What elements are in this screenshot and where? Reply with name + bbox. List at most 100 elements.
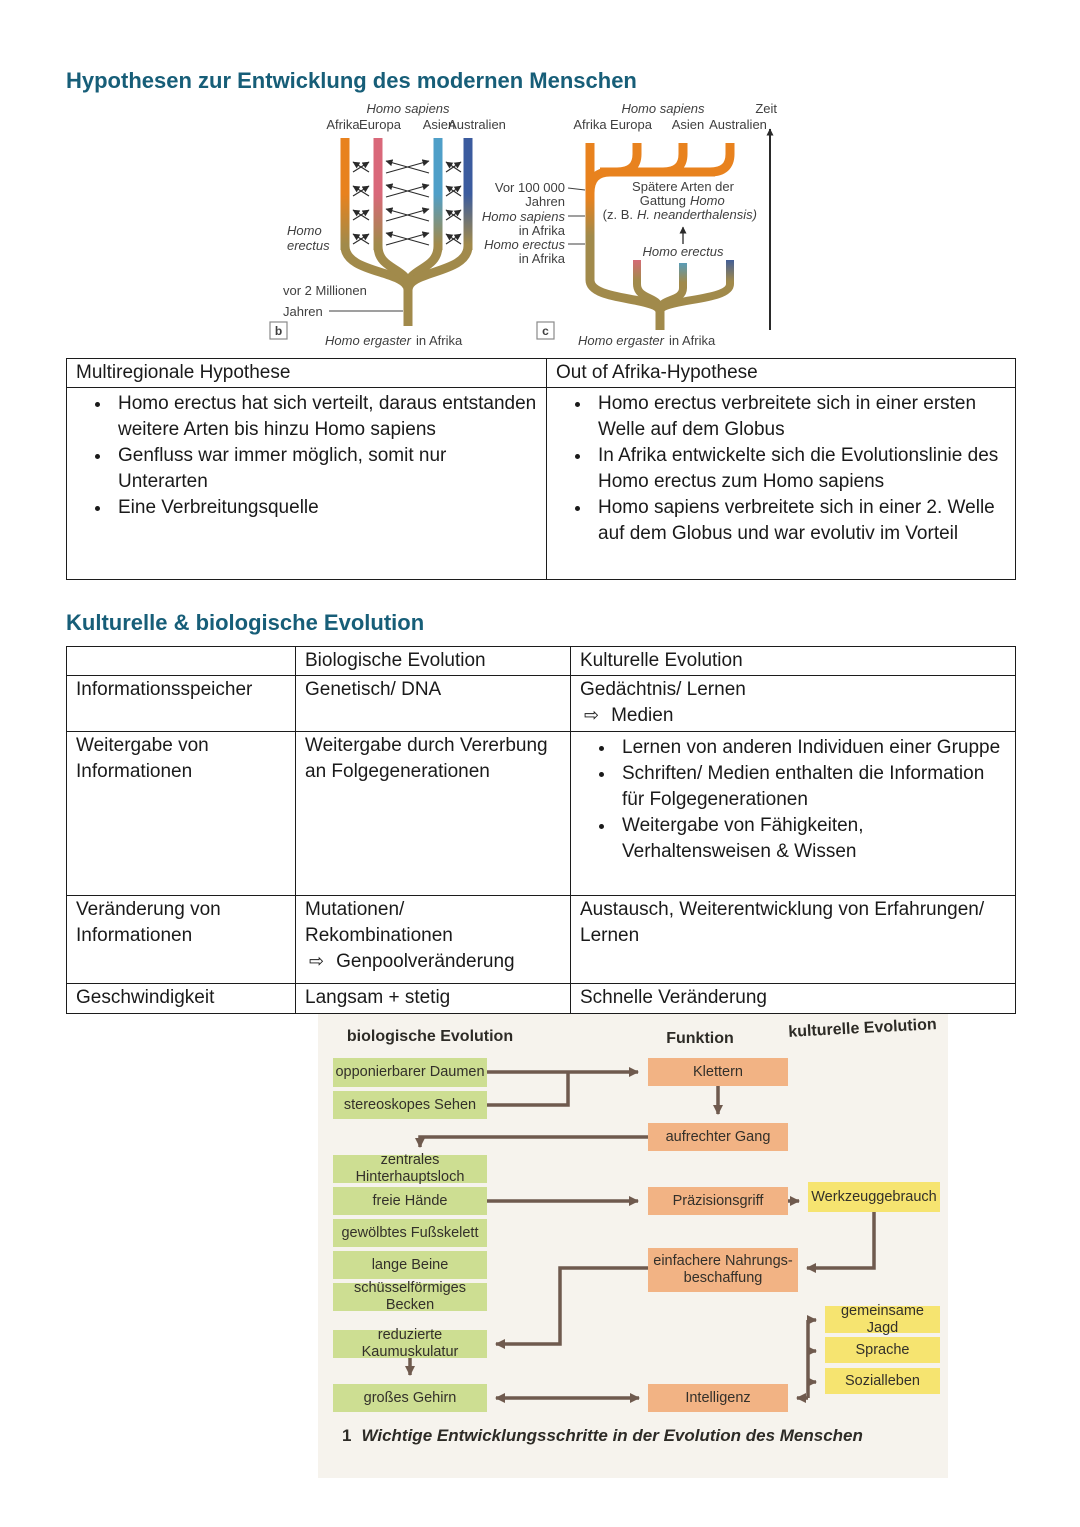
- bullet-item: Homo sapiens verbreitete sich in einer 2…: [592, 495, 1006, 547]
- flow-box-nahrungsbeschaffung: einfachere Nahrungs­beschaffung: [648, 1248, 798, 1292]
- cell-bio-veraenderung: Mutationen/ Rekombinationen ⇨ Genpoolver…: [295, 895, 571, 984]
- tree-b-time-line2: Jahren: [283, 304, 323, 319]
- evolution-header-kult: Kulturelle Evolution: [570, 646, 1016, 676]
- panel-b-tag: b: [275, 324, 282, 338]
- label-100k-line2: Jahren: [525, 194, 565, 209]
- cell-kult-geschwindigkeit: Schnelle Veränderung: [570, 983, 1016, 1014]
- hypothesis-header-multiregional: Multiregionale Hypothese: [66, 358, 547, 388]
- label-sapiens-line1: Homo sapiens: [482, 209, 566, 224]
- tree-c-species-title: Homo sapiens: [621, 101, 705, 116]
- flow-column-funktion: Funktion: [666, 1030, 734, 1047]
- tree-c-branches: [585, 143, 735, 330]
- flow-box-klettern: Klettern: [648, 1058, 788, 1086]
- bullet-item: In Afrika entwickelte sich die Evolution…: [592, 443, 1006, 495]
- zeit-axis-label: Zeit: [755, 101, 777, 116]
- bullet-item: Lernen von anderen Individuen einer Grup…: [616, 735, 1006, 761]
- tree-c-labels: Homo sapiens Afrika Europa Asien Austral…: [536, 101, 777, 348]
- tree-b-erectus-line1: Homo: [287, 223, 322, 238]
- label-erectus-line2: in Afrika: [519, 251, 566, 266]
- rightwards-arrow-icon: ⇨: [309, 951, 325, 972]
- flow-box-hinterhauptsloch: zentrales Hinterhauptsloch: [333, 1152, 487, 1185]
- row-label-veraenderung: Veränderung von Informationen: [66, 895, 296, 984]
- flowchart-arrows: [405, 1067, 876, 1403]
- flow-box-lange-beine: lange Beine: [333, 1251, 487, 1279]
- flow-box-aufrechter-gang: aufrechter Gang: [648, 1123, 788, 1151]
- evolution-header-bio: Biologische Evolution: [295, 646, 571, 676]
- bullet-item: Eine Verbreitungsquelle: [112, 495, 537, 521]
- evolution-header-empty: [66, 646, 296, 676]
- tree-b-region-europa: Europa: [359, 117, 402, 132]
- row-label-weitergabe: Weitergabe von Informationen: [66, 731, 296, 896]
- later-species-line3b: H. neanderthalensis): [637, 207, 757, 222]
- gene-flow-arrows: [352, 159, 462, 246]
- tree-c-region-australien: Australien: [709, 117, 767, 132]
- flow-box-sozialleben: Sozialleben: [825, 1368, 940, 1394]
- figure-caption-text: Wichtige Entwicklungsschritte in der Evo…: [361, 1426, 863, 1445]
- bio-veraenderung-line2: Rekombinationen: [305, 925, 453, 946]
- kult-speicher-line: Gedächtnis/ Lernen: [580, 679, 746, 700]
- tree-c-homo-erectus-label: Homo erectus: [643, 244, 724, 259]
- later-species-line1: Spätere Arten der: [632, 179, 735, 194]
- rightwards-arrow-icon: ⇨: [584, 705, 600, 726]
- hypothesis-table: Multiregionale Hypothese Out of Afrika-H…: [66, 358, 1016, 580]
- tree-c-region-afrika: Afrika: [573, 117, 607, 132]
- tree-b-region-asien: Asien: [423, 117, 456, 132]
- page-title: Hypothesen zur Entwicklung des modernen …: [66, 68, 637, 93]
- cell-kult-veraenderung: Austausch, Weiterentwicklung von Erfahru…: [570, 895, 1016, 984]
- figure-caption-number: 1: [342, 1426, 352, 1445]
- flow-box-opponierbarer-daumen: opponierbarer Daumen: [333, 1058, 487, 1087]
- cell-bio-geschwindigkeit: Langsam + stetig: [295, 983, 571, 1014]
- flow-box-freie-haende: freie Hände: [333, 1187, 487, 1215]
- cell-bio-speicher: Genetisch/ DNA: [295, 675, 571, 732]
- tree-c-root-species: Homo ergaster: [578, 333, 665, 348]
- bullet-item: Schriften/ Medien enthalten die Informat…: [616, 761, 1006, 813]
- tree-b-time-line1: vor 2 Millionen: [283, 283, 367, 298]
- flow-box-sprache: Sprache: [825, 1337, 940, 1363]
- hypothesis-cell-multiregional: Homo erectus hat sich verteilt, daraus e…: [66, 387, 547, 580]
- cell-kult-weitergabe: Lernen von anderen Individuen einer Grup…: [570, 731, 1016, 896]
- flow-column-bio: biologische Evolution: [346, 1028, 514, 1045]
- tree-b-labels: Homo sapiens Afrika Europa Asien Austral…: [269, 101, 506, 348]
- evolution-comparison-table: Biologische Evolution Kulturelle Evoluti…: [66, 646, 1016, 1014]
- flow-box-gemeinsame-jagd: gemeinsame Jagd: [825, 1303, 940, 1336]
- bullet-item: Homo erectus verbreitete sich in einer e…: [592, 391, 1006, 443]
- bullet-item: Weitergabe von Fähigkeiten, Verhaltenswe…: [616, 813, 1006, 865]
- label-erectus-line1: Homo erectus: [484, 237, 565, 252]
- flow-box-kaumuskulatur: reduzierte Kaumuskulatur: [333, 1327, 487, 1360]
- bio-veraenderung-line1: Mutationen/: [305, 899, 405, 920]
- flow-box-praezisionsgriff: Präzisionsgriff: [648, 1187, 788, 1215]
- cell-kult-speicher: Gedächtnis/ Lernen ⇨ Medien: [570, 675, 1016, 732]
- tree-b-region-australien: Australien: [448, 117, 506, 132]
- flow-box-werkzeuggebrauch: Werkzeuggebrauch: [808, 1182, 940, 1212]
- tree-figure-svg: Homo sapiens Afrika Europa Asien Austral…: [269, 101, 777, 348]
- row-label-informationsspeicher: Informationsspeicher: [66, 675, 296, 732]
- tree-b-bars: [340, 138, 473, 326]
- label-100k-line1: Vor 100 000: [495, 180, 565, 195]
- later-species-line2a: Gattung: [640, 193, 686, 208]
- hypothesis-header-out-of-africa: Out of Afrika-Hypothese: [546, 358, 1016, 388]
- tree-b-root-species: Homo ergaster: [325, 333, 412, 348]
- evolution-flowchart-figure: biologische Evolution Funktion kulturell…: [318, 1014, 948, 1478]
- label-sapiens-line2: in Afrika: [519, 223, 566, 238]
- bio-veraenderung-arrow-item: Genpoolveränderung: [336, 951, 515, 972]
- flow-box-fussskelett: gewölbtes Fußskelett: [333, 1219, 487, 1247]
- section-title-evolution: Kulturelle & biologische Evolution: [66, 610, 425, 635]
- flow-box-becken: schüsselförmiges Becken: [333, 1280, 487, 1313]
- tree-b-erectus-line2: erectus: [287, 238, 330, 253]
- tree-b-region-afrika: Afrika: [326, 117, 360, 132]
- bullet-item: Homo erectus hat sich verteilt, daraus e…: [112, 391, 537, 443]
- tree-b-root-suffix: in Afrika: [416, 333, 463, 348]
- hominin-tree-figure: Homo sapiens Afrika Europa Asien Austral…: [265, 98, 785, 356]
- bullet-item: Genfluss war immer möglich, somit nur Un…: [112, 443, 537, 495]
- panel-c-tag: c: [542, 324, 549, 338]
- tree-c-region-europa: Europa: [610, 117, 653, 132]
- cell-bio-weitergabe: Weitergabe durch Vererbung an Folgegener…: [295, 731, 571, 896]
- figure-caption: 1 Wichtige Entwicklungsschritte in der Ev…: [342, 1426, 922, 1446]
- flow-box-stereoskopes-sehen: stereoskopes Sehen: [333, 1091, 487, 1119]
- hypothesis-cell-out-of-africa: Homo erectus verbreitete sich in einer e…: [546, 387, 1016, 580]
- tree-c-side-labels: Vor 100 000 Jahren Homo sapiens in Afrik…: [482, 180, 586, 266]
- later-species-line2b: Homo: [690, 193, 725, 208]
- later-species-line3a: (z. B.: [603, 207, 633, 222]
- row-label-geschwindigkeit: Geschwindigkeit: [66, 983, 296, 1014]
- flow-box-grosses-gehirn: großes Gehirn: [333, 1384, 487, 1412]
